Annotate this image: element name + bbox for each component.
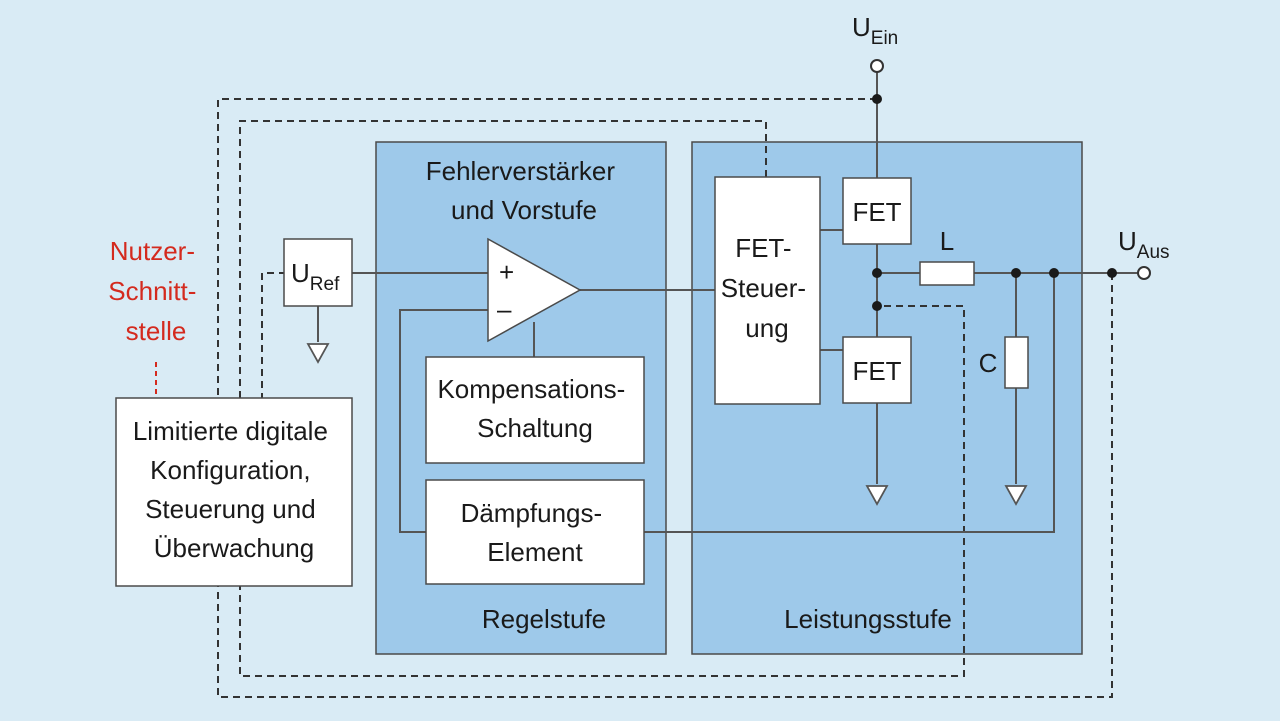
junction-dot: [872, 301, 882, 311]
regelstufe-label: Regelstufe: [482, 604, 606, 634]
uein-label: UEin: [852, 12, 898, 49]
digital-block-label: Limitierte digitale Konfiguration, Steue…: [133, 416, 335, 563]
dashed-line-uref: [261, 272, 284, 400]
junction-dot: [872, 268, 882, 278]
amp-plus-sign: +: [499, 257, 514, 287]
error-amp-label: Fehlerverstärker und Vorstufe: [426, 156, 623, 225]
ground-fet-icon: [865, 485, 889, 506]
junction-dot: [1049, 268, 1059, 278]
uaus-label: UAus: [1118, 226, 1170, 263]
leistungsstufe-label: Leistungsstufe: [784, 604, 952, 634]
wire-feedback-minus: [399, 309, 488, 533]
fet-control-block: [714, 176, 821, 405]
terminal-uein: [870, 59, 884, 73]
inductor-symbol: [919, 261, 975, 286]
damping-label: Dämpfungs- Element: [461, 498, 610, 567]
fet-control-label: FET- Steuer- ung: [721, 233, 814, 343]
ground-uref-icon: [306, 343, 330, 364]
error-amplifier: [487, 237, 582, 343]
user-interface-label: Nutzer- Schnitt- stelle: [108, 236, 203, 346]
compensation-label: Kompensations- Schaltung: [437, 374, 632, 443]
digital-control-block: [115, 397, 353, 587]
compensation-block: [425, 356, 645, 464]
amp-minus-sign: –: [497, 294, 512, 324]
capacitor-symbol: [1004, 336, 1029, 389]
junction-dot: [1107, 268, 1117, 278]
dashed-line-uein-sense: [217, 98, 1113, 698]
capacitor-label: C: [979, 348, 998, 378]
fet-bottom-label: FET: [852, 356, 901, 386]
junction-dot: [1011, 268, 1021, 278]
inductor-label: L: [940, 226, 954, 256]
ground-cap-icon: [1004, 485, 1028, 506]
uref-label: URef: [291, 258, 340, 295]
fet-top-block: [842, 177, 912, 245]
terminal-uaus: [1137, 266, 1151, 280]
junction-dot: [872, 94, 882, 104]
fet-bottom-block: [842, 336, 912, 404]
damping-block: [425, 479, 645, 585]
fet-top-label: FET: [852, 197, 901, 227]
wire-damping-out: [644, 273, 1055, 533]
uref-block: [283, 238, 353, 307]
